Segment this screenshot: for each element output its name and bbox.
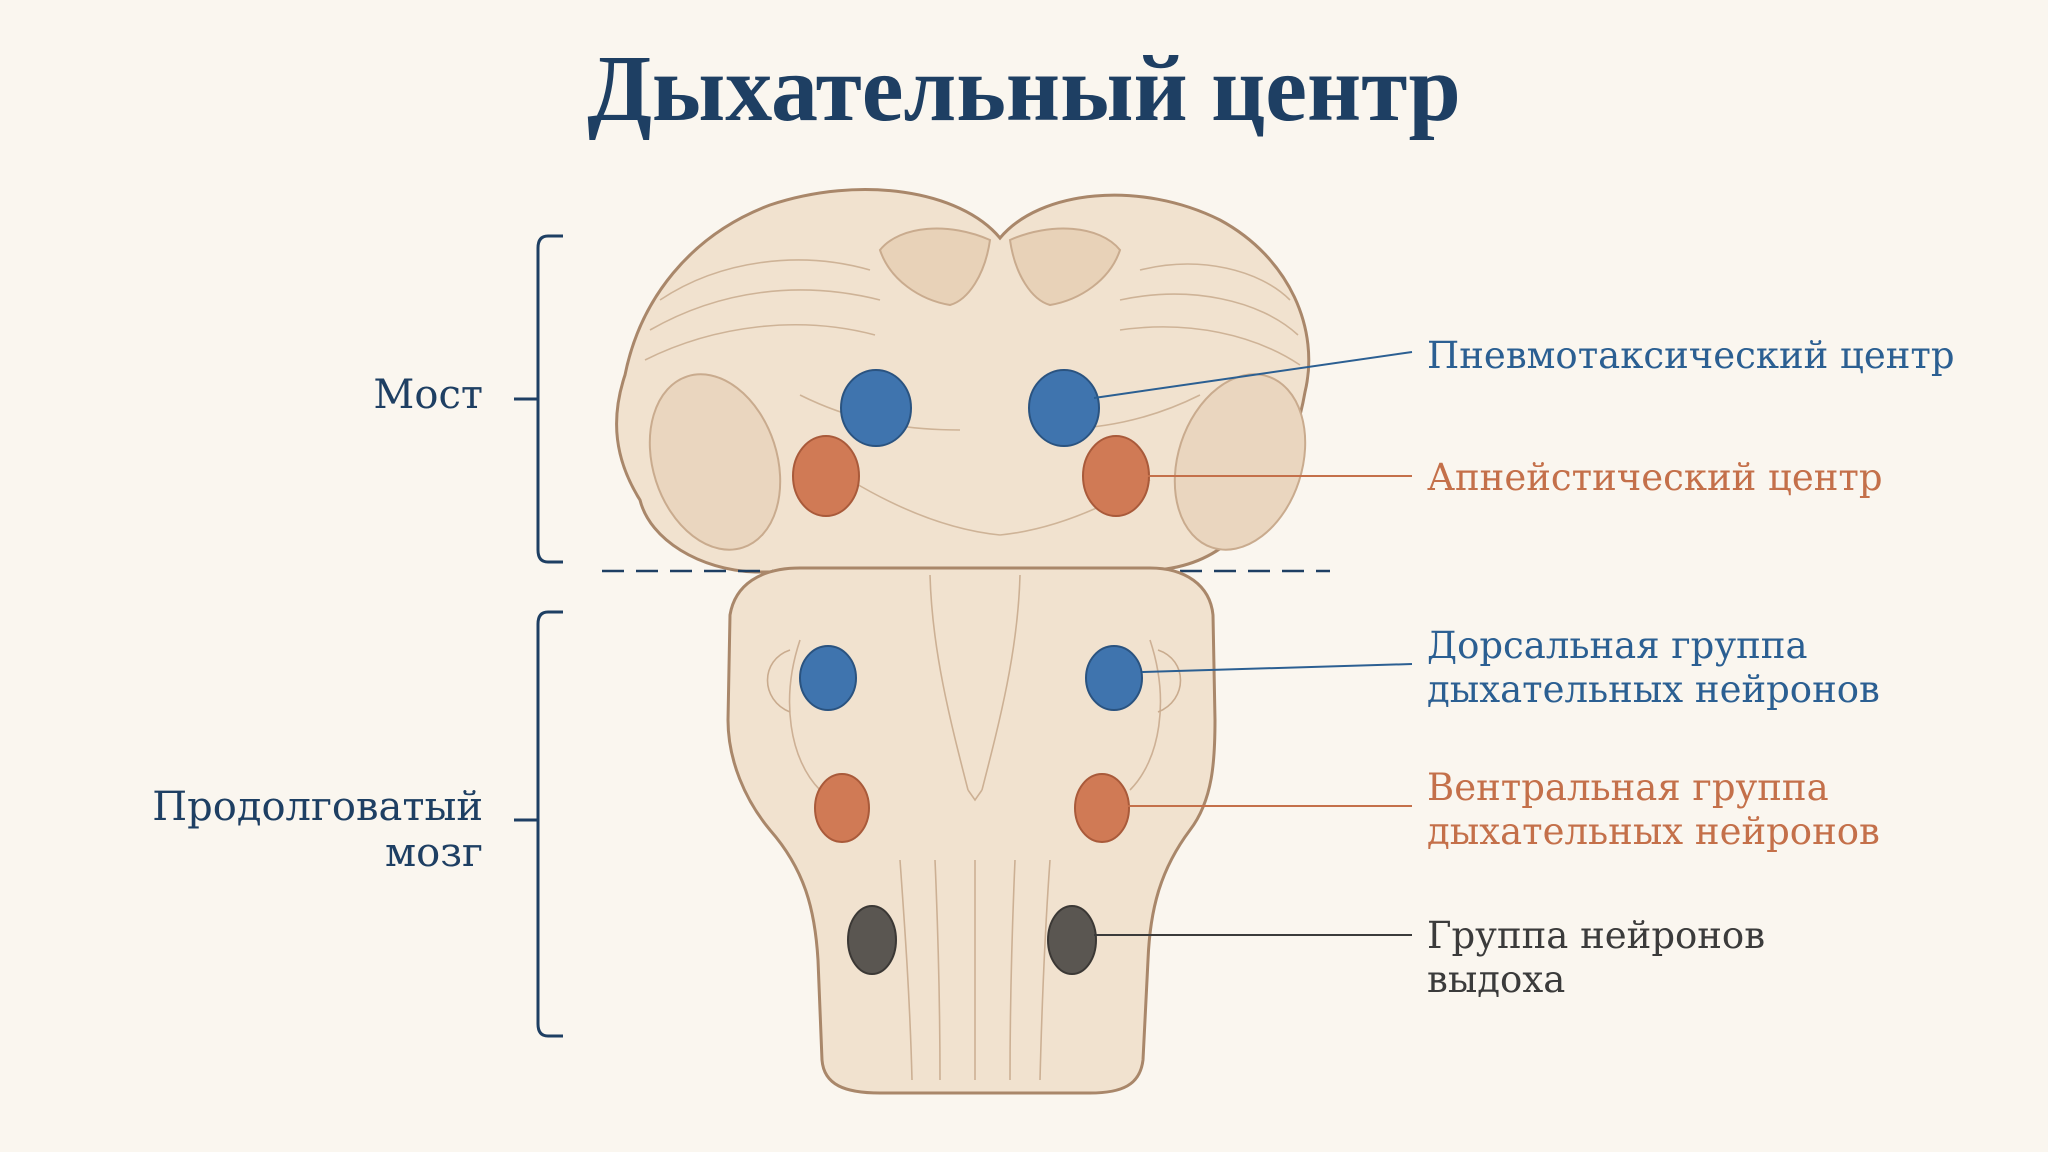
leader-lines [1093,351,1413,936]
leader-dorsal [1141,663,1413,673]
callout-pneumotaxic-center: Пневмотаксический центр [1427,334,1955,377]
dorsal-group-nucleus-right [1085,645,1143,711]
leader-pneumotaxic [1093,351,1413,399]
nuclei [792,369,1150,975]
callout-dorsal-respiratory-group: Дорсальная группа дыхательных нейронов [1427,624,1880,711]
region-label-pons: Мост [373,372,483,418]
bracket-medulla [514,610,563,1038]
apneustic-nucleus-left [792,435,860,517]
medulla-shape [726,566,1217,1095]
page-title: Дыхательный центр [587,37,1461,141]
expiratory-group-nucleus-right [1047,905,1097,975]
callout-expiratory-neuron-group: Группа нейронов выдоха [1427,914,1766,1001]
callout-apneustic-center: Апнейстический центр [1427,456,1883,499]
ventral-group-nucleus-right [1074,773,1130,843]
pneumotaxic-nucleus-left [840,369,912,447]
callout-ventral-respiratory-group: Вентральная группа дыхательных нейронов [1427,766,1880,853]
ventral-group-nucleus-left [814,773,870,843]
region-label-medulla: Продолговатый мозг [152,784,483,876]
expiratory-group-nucleus-left [847,905,897,975]
bracket-pons [514,234,563,564]
pneumotaxic-nucleus-right [1028,369,1100,447]
dorsal-group-nucleus-left [799,645,857,711]
pons-shape [615,188,1311,574]
apneustic-nucleus-right [1082,435,1150,517]
